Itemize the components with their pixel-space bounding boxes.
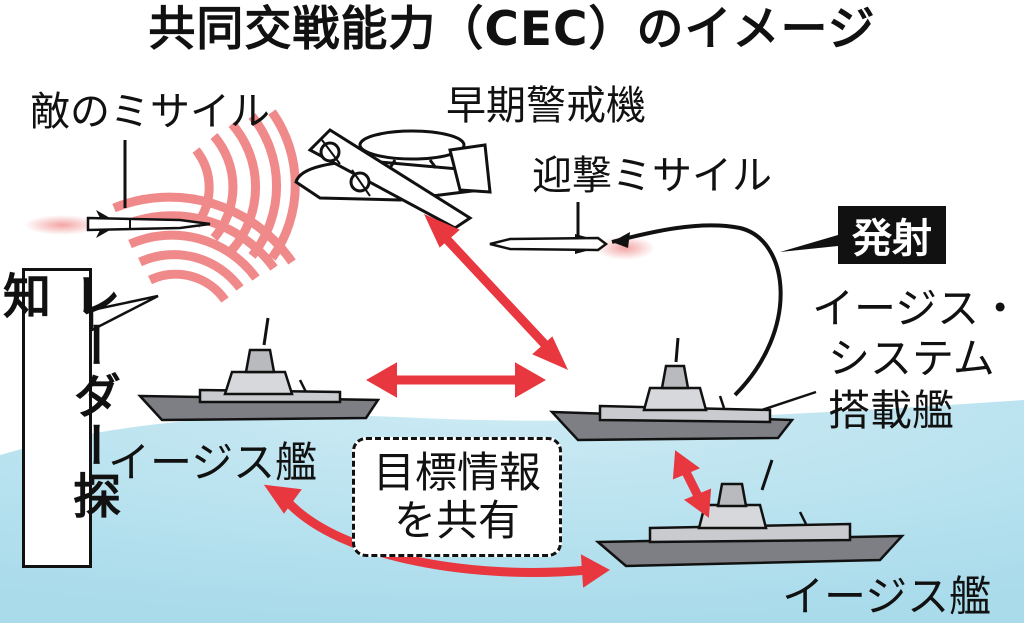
radar-detect-box: レーダー探知 (0, 268, 120, 568)
interceptor-missile-icon (489, 202, 655, 260)
label-aegis-system-line1: イージス・ (812, 284, 1022, 333)
aegis-ship-bottom-icon (594, 459, 905, 568)
radar-callout (90, 294, 159, 333)
label-aew: 早期警戒機 (446, 83, 646, 129)
label-enemy-missile: 敵のミサイル (30, 89, 270, 135)
aew-aircraft-icon (294, 128, 492, 230)
label-aegis-ship-left: イージス艦 (108, 438, 318, 487)
launch-trajectory (611, 223, 783, 397)
label-aegis-system-line3: 搭載艦 (828, 386, 955, 435)
label-aegis-ship-right: イージス艦 (782, 572, 992, 621)
diagram-title: 共同交戦能力（CEC）のイメージ (148, 2, 876, 57)
aegis-system-callout (761, 390, 817, 412)
aegis-ship-left-icon (137, 317, 381, 422)
label-aegis-system-line2: システム (828, 334, 995, 383)
aegis-ship-center-icon (549, 337, 795, 442)
share-target-info-box: 目標情報 を共有 (352, 437, 562, 557)
label-interceptor: 迎撃ミサイル (532, 153, 772, 199)
data-link-arrows (263, 214, 712, 588)
label-radar-detect: レーダー探知 (0, 271, 120, 521)
share-line1: 目標情報 (372, 448, 541, 497)
enemy-missile-icon (24, 140, 211, 238)
share-line2: を共有 (393, 496, 520, 545)
launch-badge: 発射 (838, 206, 946, 264)
